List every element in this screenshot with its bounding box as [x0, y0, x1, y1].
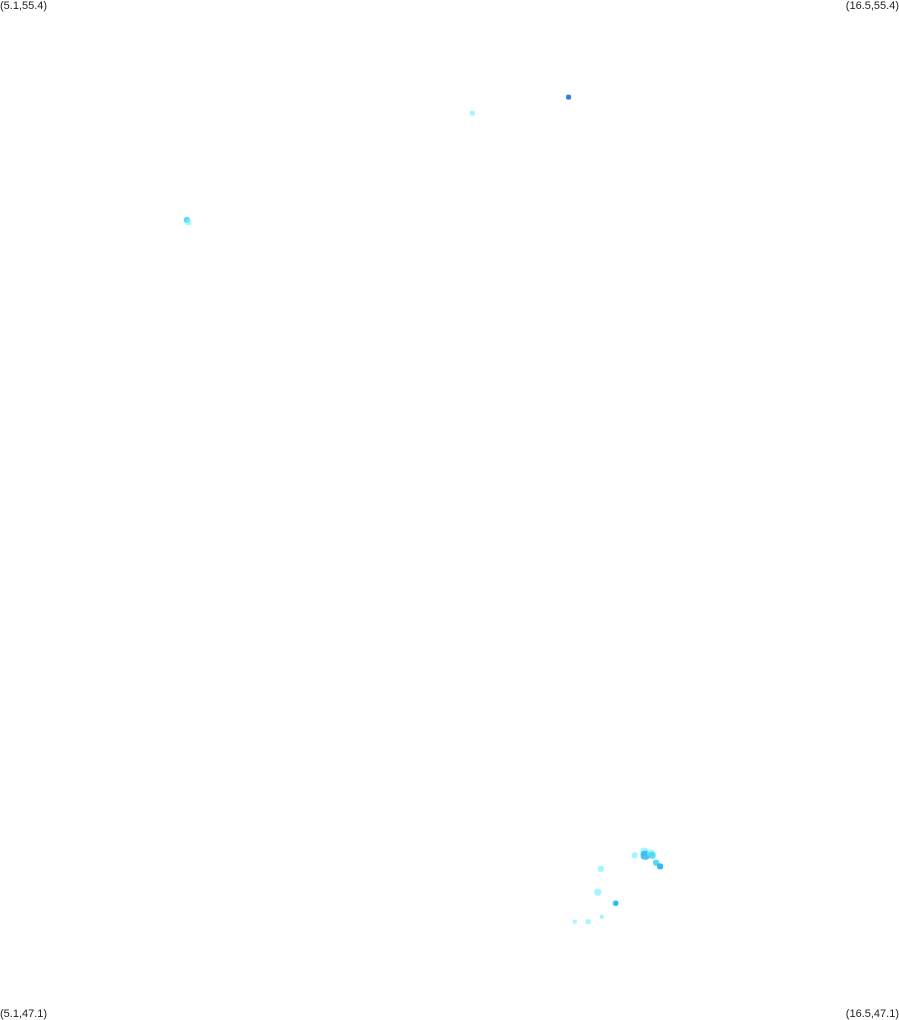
corner-label-top-left: (5.1,55.4)	[0, 0, 48, 12]
map-point	[594, 888, 602, 896]
map-point	[653, 859, 660, 866]
map-point	[631, 852, 638, 859]
map-point	[657, 863, 664, 870]
map-point	[648, 851, 656, 859]
corner-label-top-right: (16.5,55.4)	[845, 0, 899, 12]
map-point	[566, 94, 572, 100]
map-point	[185, 219, 192, 226]
map-point	[572, 919, 577, 924]
map-point	[597, 865, 604, 872]
corner-label-bottom-left: (5.1,47.1)	[0, 1008, 48, 1020]
map-point	[469, 110, 475, 116]
corner-label-bottom-right: (16.5,47.1)	[845, 1008, 899, 1020]
map-point	[585, 919, 591, 925]
map-point	[599, 914, 604, 919]
map-point	[613, 900, 619, 906]
